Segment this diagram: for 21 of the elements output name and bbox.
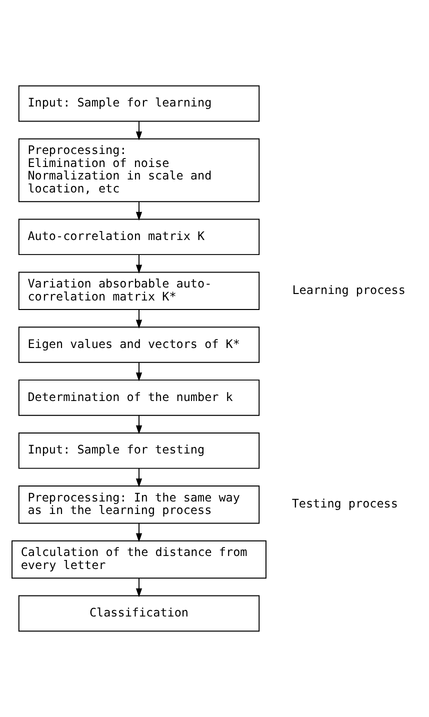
node-box: Eigen values and vectors of K* [18,326,260,363]
label: Testing process [292,496,398,511]
label: Learning process [292,282,406,297]
node-box: Determination of the number k [18,380,260,416]
node-box: Preprocessing: In the same way as in the learning process [18,485,260,524]
node-box: Input: Sample for learning [18,85,260,122]
node-box: Input: Sample for testing [18,432,260,469]
arrow [136,121,142,140]
node-box: Auto-correlation matrix K [18,218,260,256]
arrow [136,414,142,434]
arrow [136,523,142,542]
node-box: Variation absorbable auto-correlation matrix K* [18,272,260,310]
arrow [136,468,142,488]
node-box: Preprocessing: Elimination of noise Normalization in scale and location, etc [18,138,260,202]
arrow [136,309,142,329]
node-box: Calculation of the distance from every letter [12,540,266,579]
arrow [136,578,142,598]
arrow [136,201,142,221]
arrow [136,362,142,382]
node-box: Classification [18,595,260,632]
arrow [136,254,142,274]
